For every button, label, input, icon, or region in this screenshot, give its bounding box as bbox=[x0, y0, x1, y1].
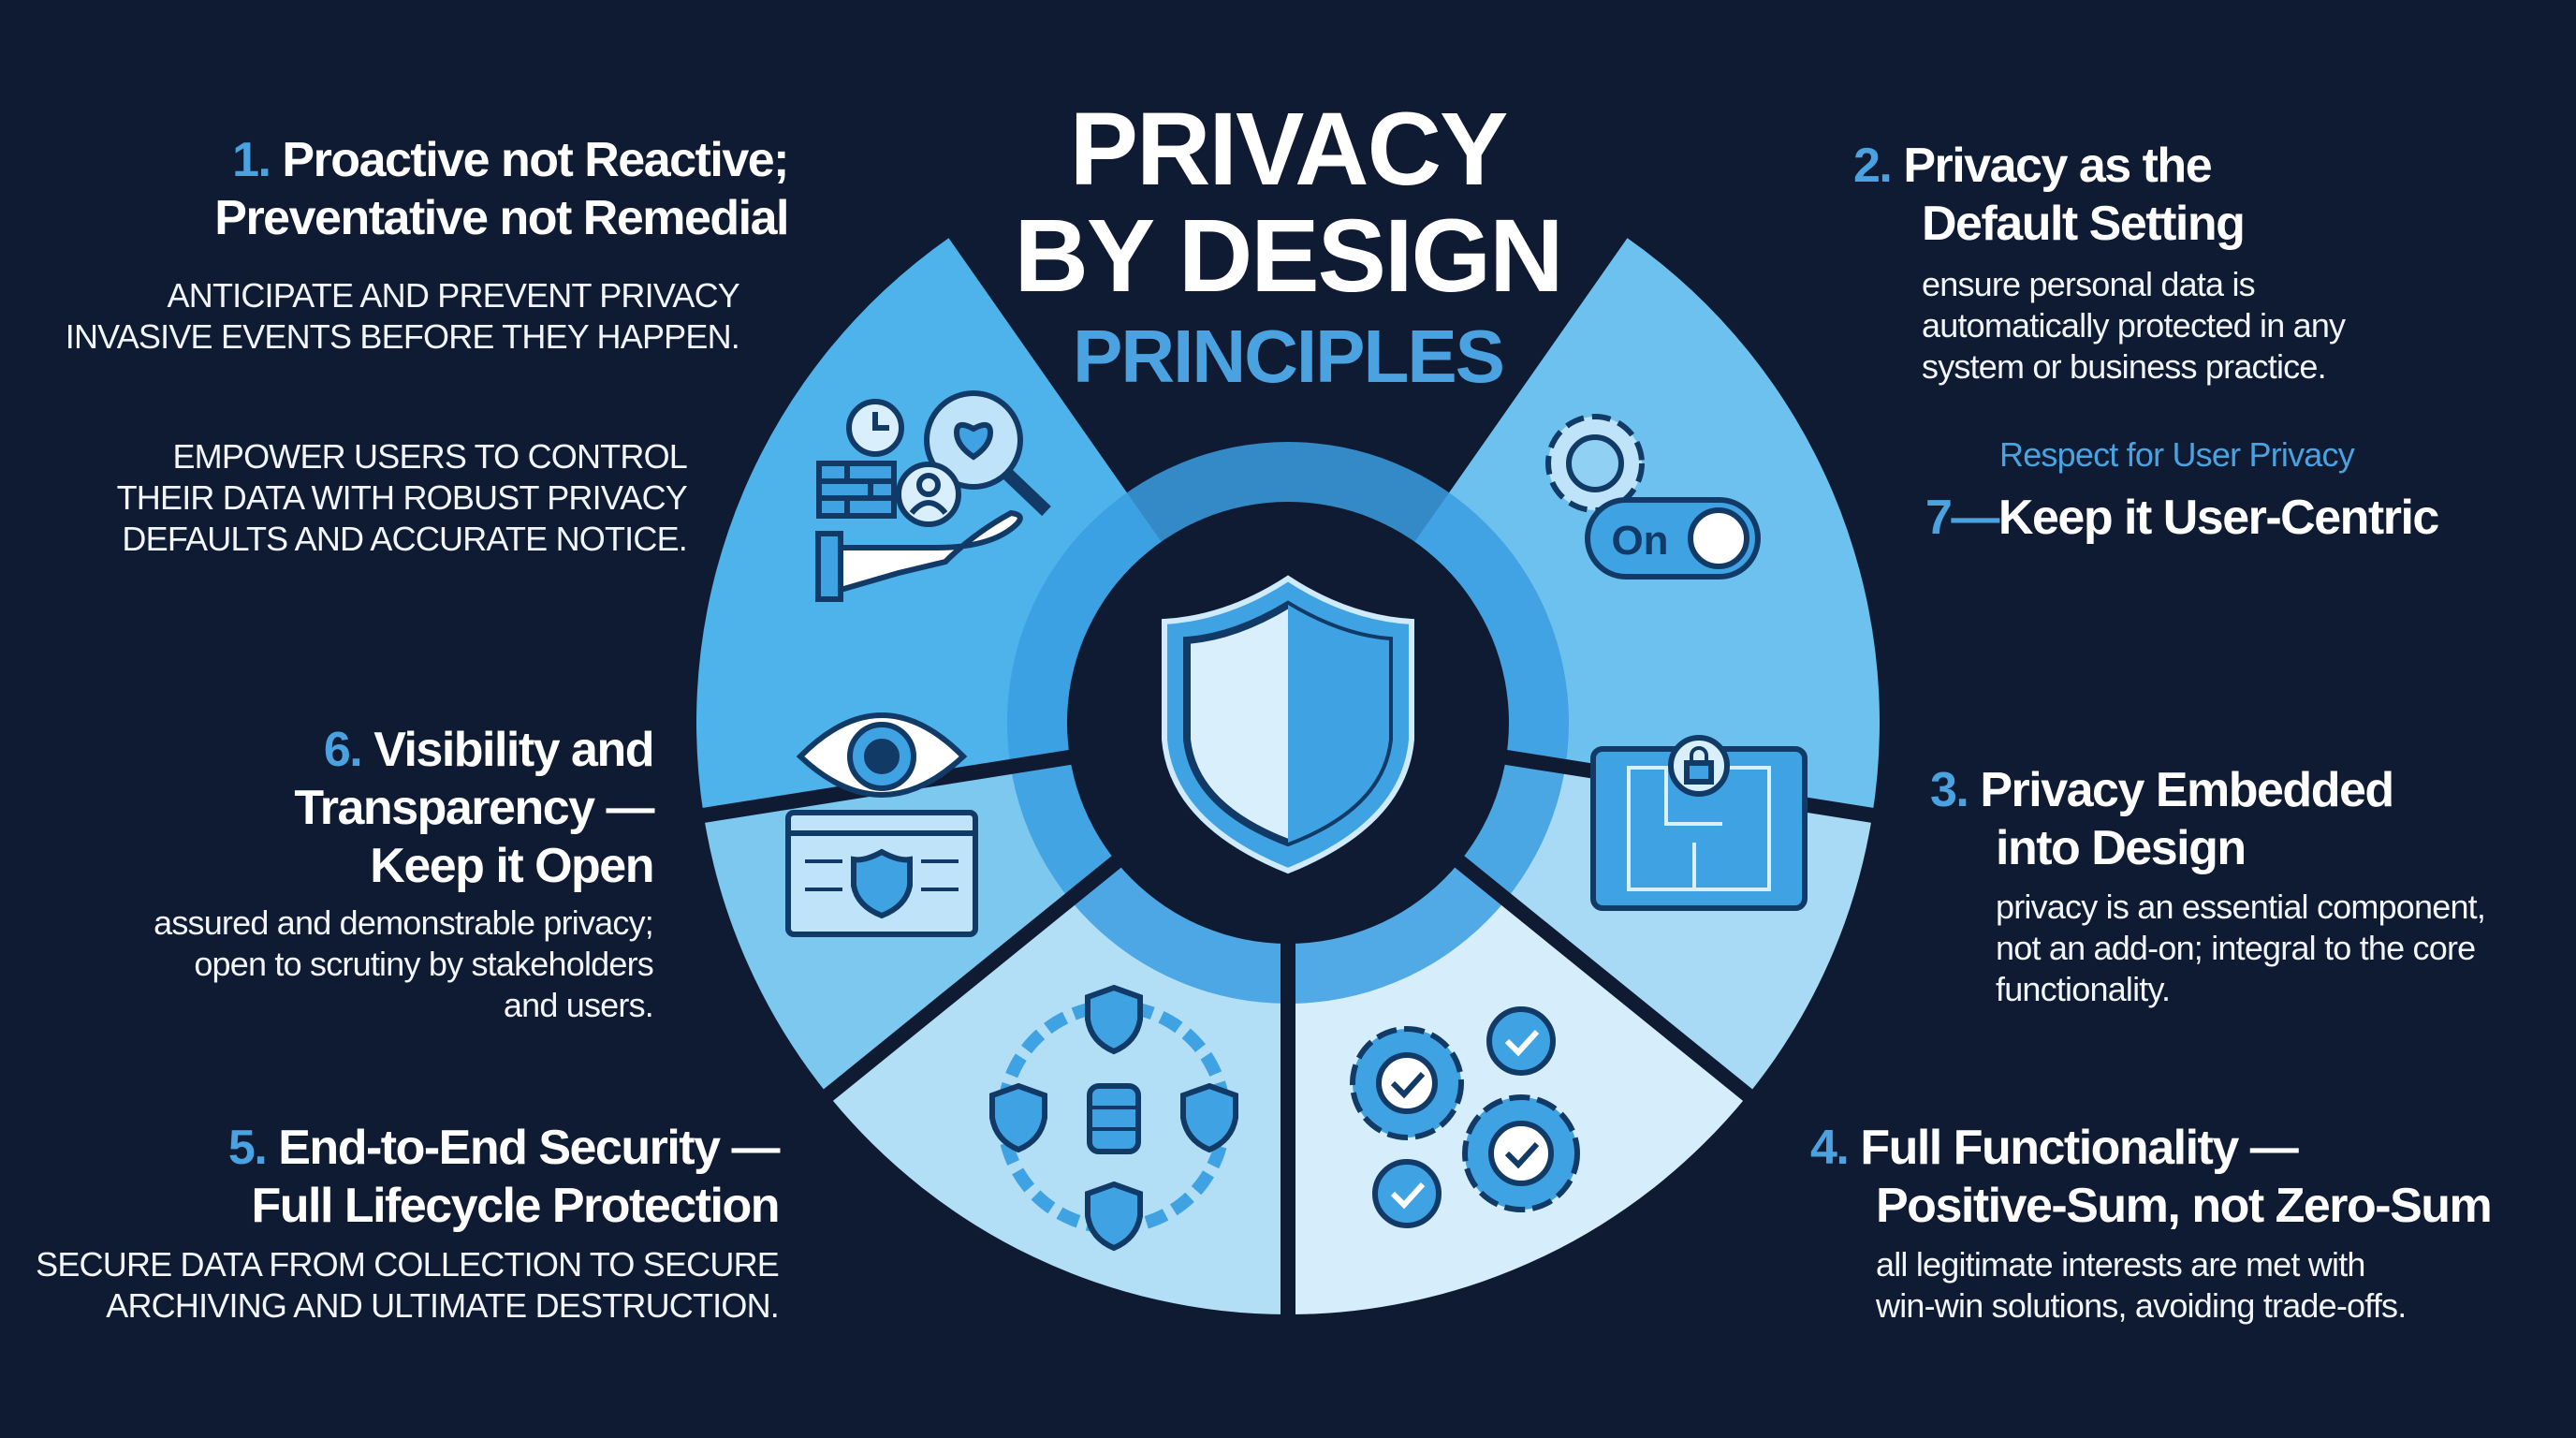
description-line: not an add-on; integral to the core bbox=[1996, 929, 2476, 967]
principle-3: 3. Privacy Embedded into Design privacy … bbox=[1930, 761, 2486, 1010]
principle-heading: Full Lifecycle Protection bbox=[251, 1179, 780, 1233]
clock-firewall-user-magnifier-hand-icon bbox=[815, 390, 1051, 602]
principle-2: 2. Privacy as the Default Setting ensure… bbox=[1853, 137, 2346, 388]
principle-7: 7—Keep it User-Centric bbox=[1925, 489, 2439, 547]
principle-number: 1. bbox=[232, 133, 271, 187]
principle-heading: Transparency — bbox=[294, 781, 654, 835]
description-line: all legitimate interests are met with bbox=[1876, 1245, 2365, 1284]
principle-number: 4. bbox=[1810, 1121, 1850, 1175]
description-line: win-win solutions, avoiding trade-offs. bbox=[1876, 1286, 2407, 1325]
principle-heading: Keep it User-Centric bbox=[1998, 491, 2439, 545]
principle-1-extra: EMPOWER USERS TO CONTROL THEIR DATA WITH… bbox=[116, 436, 688, 560]
principle-heading: Proactive not Reactive; bbox=[282, 133, 789, 187]
principle-number: 3. bbox=[1930, 763, 1969, 817]
principle-number: 5. bbox=[227, 1121, 268, 1175]
principle-number: 6. bbox=[323, 723, 363, 777]
description-line: DEFAULTS AND ACCURATE NOTICE. bbox=[122, 520, 687, 558]
title-line-3: PRINCIPLES bbox=[1072, 315, 1505, 398]
principle-heading: Preventative not Remedial bbox=[214, 191, 789, 245]
principle-heading: Full Functionality — bbox=[1860, 1121, 2298, 1175]
principle-heading: Keep it Open bbox=[370, 839, 654, 893]
principle-4: 4. Full Functionality — Positive-Sum, no… bbox=[1810, 1119, 2493, 1327]
principle-number: 2. bbox=[1853, 139, 1893, 193]
principle-heading: Default Setting bbox=[1922, 197, 2246, 251]
description-line: SECURE DATA FROM COLLECTION TO SECURE bbox=[36, 1245, 780, 1284]
description-line: open to scrutiny by stakeholders bbox=[194, 945, 653, 983]
principle-1: 1. Proactive not Reactive; Preventative … bbox=[214, 131, 789, 247]
description-line: ARCHIVING AND ULTIMATE DESTRUCTION. bbox=[106, 1286, 780, 1325]
title-line-1: PRIVACY bbox=[1069, 92, 1509, 207]
shield-icon bbox=[1162, 575, 1414, 874]
principle-1-description: ANTICIPATE AND PREVENT PRIVACY INVASIVE … bbox=[65, 275, 740, 358]
title-line-2: BY DESIGN bbox=[1014, 198, 1563, 314]
principle-7-subtitle: Respect for User Privacy bbox=[1999, 434, 2355, 476]
principle-5: 5. End-to-End Security — Full Lifecycle … bbox=[36, 1119, 780, 1327]
description-line: automatically protected in any bbox=[1922, 306, 2346, 345]
description-line: THEIR DATA WITH ROBUST PRIVACY bbox=[116, 478, 688, 517]
gears-checkmarks-icon bbox=[1350, 1006, 1580, 1228]
principle-heading: into Design bbox=[1996, 821, 2247, 875]
description-line: and users. bbox=[503, 986, 654, 1024]
principle-heading: Visibility and bbox=[373, 723, 654, 777]
principle-heading: Positive-Sum, not Zero-Sum bbox=[1876, 1179, 2493, 1233]
toggle-on-label: On bbox=[1611, 518, 1668, 564]
eye-browser-shield-icon bbox=[785, 712, 978, 937]
description-line: assured and demonstrable privacy; bbox=[154, 903, 654, 942]
principle-heading: End-to-End Security — bbox=[278, 1121, 780, 1175]
description-line: ensure personal data is bbox=[1922, 265, 2256, 303]
principle-number: 7— bbox=[1925, 491, 1999, 545]
database-chain-locks-icon bbox=[989, 984, 1238, 1252]
blueprint-lock-icon bbox=[1590, 735, 1808, 911]
description-line: privacy is an essential component, bbox=[1996, 888, 2486, 926]
gear-toggle-on-icon: On bbox=[1545, 414, 1761, 580]
description-line: INVASIVE EVENTS BEFORE THEY HAPPEN. bbox=[65, 317, 740, 356]
description-line: ANTICIPATE AND PREVENT PRIVACY bbox=[167, 276, 740, 315]
description-line: system or business practice. bbox=[1922, 347, 2327, 386]
principle-heading: Privacy as the bbox=[1903, 139, 2212, 193]
principle-heading: Privacy Embedded bbox=[1980, 763, 2394, 817]
description-line: EMPOWER USERS TO CONTROL bbox=[172, 437, 687, 476]
description-line: functionality. bbox=[1996, 970, 2171, 1008]
principle-6: 6. Visibility and Transparency — Keep it… bbox=[154, 721, 654, 1026]
subtitle: Respect for User Privacy bbox=[1999, 435, 2355, 474]
